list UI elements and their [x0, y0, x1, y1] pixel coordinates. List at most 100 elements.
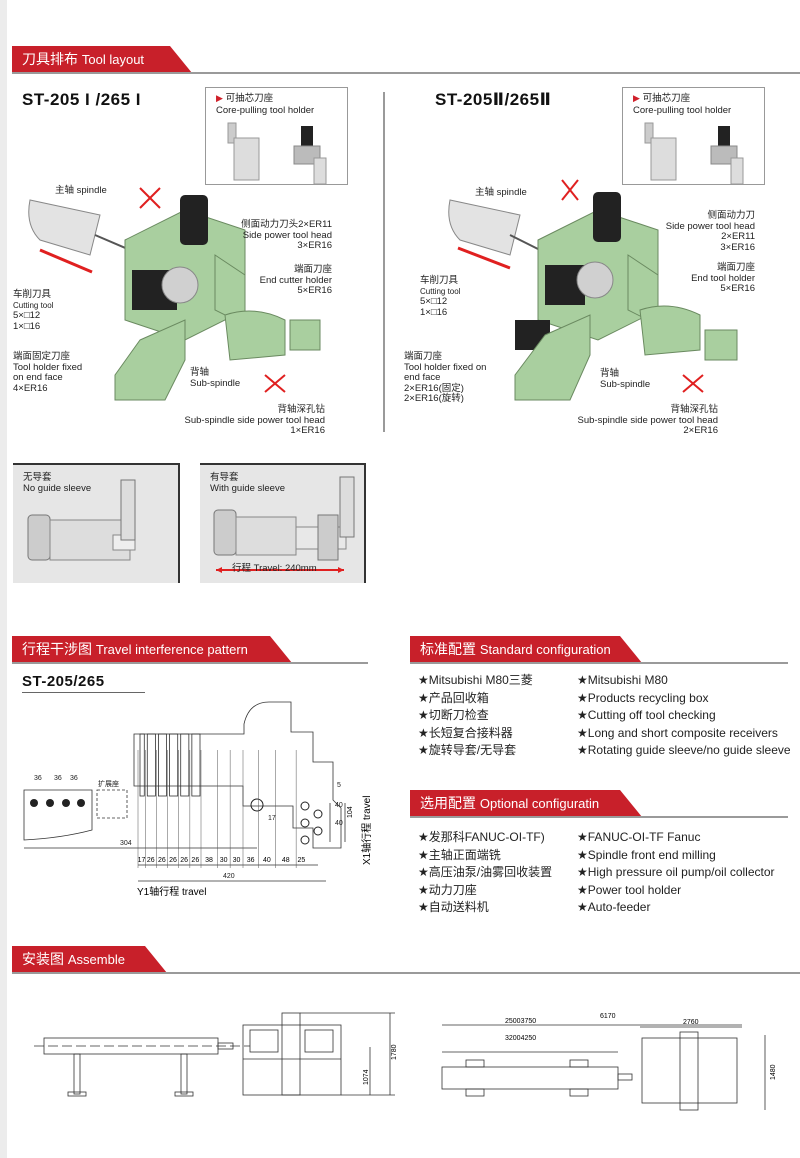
text-line: 无导套 — [23, 472, 52, 483]
config-item-label: Rotating guide sleeve/no guide sleeve — [587, 743, 791, 758]
text-line: 3×ER16 — [720, 241, 755, 253]
dim-bottom: 26 — [180, 857, 188, 864]
label-spindle: 主轴 spindle — [55, 185, 107, 196]
underline — [22, 692, 145, 693]
text-line: 车削刀具 — [13, 289, 52, 300]
dim-left: 304 — [120, 840, 132, 847]
config-item-label: 产品回收箱 — [428, 690, 489, 705]
text-line: 侧面动力刀 — [707, 210, 755, 221]
section-banner-standard: 标准配置 Standard configuration — [410, 636, 642, 663]
dim-bottom: 26 — [191, 857, 199, 864]
optional-list-en: ★FANUC-OI-TF Fanuc★Spindle front end mil… — [577, 829, 775, 917]
star-icon: ★ — [418, 673, 429, 687]
dim-2760: 2760 — [683, 1019, 699, 1026]
config-item: ★Spindle front end milling — [577, 847, 775, 865]
text-line: 5×□12 — [420, 296, 448, 307]
text-line: Cutting tool — [13, 300, 54, 310]
core-holder-image — [227, 122, 327, 185]
config-item-label: Cutting off tool checking — [587, 708, 716, 723]
ext-label: 扩展座 — [98, 779, 119, 788]
config-item: ★Products recycling box — [577, 690, 791, 708]
config-item: ★旋转导套/无导套 — [418, 742, 533, 760]
travel-label: 行程 Travel: 240mm — [232, 563, 317, 574]
text-line: With guide sleeve — [210, 482, 285, 494]
star-icon: ★ — [577, 673, 588, 687]
section-banner-optional: 选用配置 Optional configuratin — [410, 790, 642, 817]
star-icon: ★ — [418, 882, 429, 897]
star-icon: ★ — [577, 882, 588, 897]
divider — [12, 72, 800, 74]
tool-blade — [191, 733, 201, 797]
text-line: 端面固定刀座 — [13, 351, 71, 362]
config-item: ★高压油泵/油雾回收装置 — [418, 864, 552, 882]
label-spindle: 主轴 spindle — [475, 187, 527, 198]
text-line: 车削刀具 — [420, 275, 459, 286]
dim-bottom: 38 — [205, 857, 213, 864]
text-line: 5×ER16 — [297, 285, 332, 296]
config-item: ★Power tool holder — [577, 882, 775, 900]
text-line: 背轴深孔钻 — [670, 404, 718, 415]
text-line: End cutter holder — [259, 274, 332, 286]
dim-bottom: 26 — [158, 857, 166, 864]
star-icon: ★ — [418, 708, 429, 723]
text-line: Tool holder fixed — [13, 361, 83, 373]
text-line: 有导套 — [210, 472, 239, 483]
tool-layout-i-illustration — [28, 187, 321, 401]
config-item: ★自动送料机 — [418, 899, 552, 917]
star-icon: ★ — [418, 743, 429, 758]
section-banner-travel: 行程干涉图 Travel interference pattern — [12, 636, 292, 663]
text-line: Optional configuratin — [479, 796, 600, 811]
config-item-label: 旋转导套/无导套 — [428, 743, 517, 758]
core-holder-image — [644, 122, 744, 185]
assemble-drawing: 1074 1780 6170 25003750 32004250 2760 14… — [34, 1012, 777, 1111]
text-line: 2×ER16(固定) — [404, 382, 464, 394]
dim-right-total: 104 — [347, 806, 354, 818]
dim-1780: 1780 — [391, 1044, 398, 1060]
text-line: Assemble — [67, 952, 125, 967]
text-line: 2×ER16(旋转) — [404, 393, 464, 404]
x1-travel-label: X1轴行程 travel — [360, 796, 373, 865]
config-item-label: 自动送料机 — [428, 900, 489, 915]
dim-top: 36 — [70, 775, 78, 782]
star-icon: ★ — [577, 847, 588, 862]
config-item-label: 发那科FANUC-OI-TF) — [428, 830, 545, 844]
text-line: 5×□12 — [13, 310, 41, 321]
core-en: Core-pulling tool holder — [216, 105, 315, 116]
text-line: Standard configuration — [479, 642, 611, 657]
config-item: ★Cutting off tool checking — [577, 707, 791, 725]
text-line: 侧面动力刀头2×ER11 — [241, 219, 332, 230]
model-title: ST-205 I /265 I — [22, 90, 142, 109]
text-line: 端面刀座 — [404, 351, 443, 362]
star-icon: ★ — [577, 725, 588, 740]
config-item-label: Auto-feeder — [587, 900, 651, 915]
text-line: 背轴 — [600, 368, 620, 379]
dim-right: 40 — [335, 820, 343, 827]
star-icon: ★ — [577, 743, 588, 758]
dim-bottom: 17 — [138, 857, 146, 864]
text-line: 行程干涉图 — [22, 641, 92, 657]
page-edge — [0, 0, 7, 1158]
text-line: 2×ER16 — [683, 425, 718, 436]
tool-blade — [139, 733, 145, 797]
dim-bottom: 30 — [233, 857, 241, 864]
text-line: Sub-spindle — [600, 378, 651, 390]
tool-blade — [158, 733, 167, 797]
star-icon: ★ — [577, 708, 588, 723]
dim-17: 17 — [268, 815, 276, 822]
dim-bottom: 30 — [220, 857, 228, 864]
config-item-label: 切断刀检查 — [428, 708, 489, 723]
tool-blade — [169, 733, 179, 797]
config-item: ★切断刀检查 — [418, 707, 533, 725]
dim-bottom: 40 — [263, 857, 271, 864]
